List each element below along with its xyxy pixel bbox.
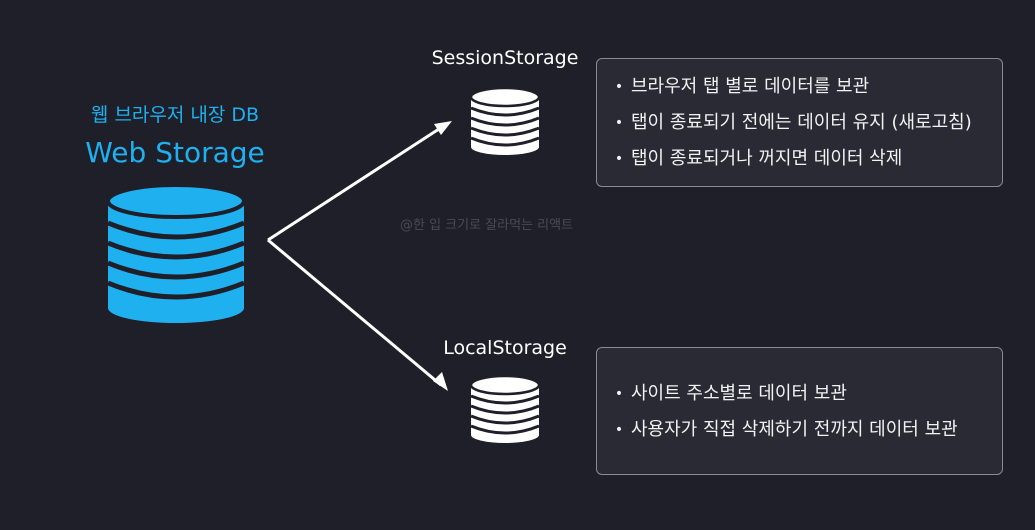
local-storage-label: LocalStorage [443,337,567,359]
session-storage-info-list: • 브라우저 탭 별로 데이터를 보관 • 탭이 종료되기 전에는 데이터 유지 (… [607,69,992,177]
local-info-text: 사이트 주소별로 데이터 보관 [631,383,847,404]
session-storage-info-box: • 브라우저 탭 별로 데이터를 보관 • 탭이 종료되기 전에는 데이터 유지 (… [596,58,1003,187]
arrow-head-local [433,372,448,391]
local-info-text: 사용자가 직접 삭제하기 전까지 데이터 보관 [631,419,958,440]
list-item: • 탭이 종료되거나 꺼지면 데이터 삭제 [607,141,992,177]
web-storage-title: Web Storage [85,136,265,169]
bullet-icon: • [614,386,624,402]
list-item: • 브라우저 탭 별로 데이터를 보관 [607,69,992,105]
list-item: • 사용자가 직접 삭제하기 전까지 데이터 보관 [607,412,992,448]
session-storage-label: SessionStorage [431,47,579,69]
session-info-text: 탭이 종료되기 전에는 데이터 유지 (새로고침) [631,112,972,133]
bullet-icon: • [614,422,624,438]
local-storage-database-icon [469,374,541,443]
session-info-text: 탭이 종료되거나 꺼지면 데이터 삭제 [631,148,903,169]
list-item: • 사이트 주소별로 데이터 보관 [607,376,992,412]
arrow-head-session [434,121,452,135]
local-storage-info-list: • 사이트 주소별로 데이터 보관 • 사용자가 직접 삭제하기 전까지 데이터 보… [607,376,992,448]
local-storage-info-box: • 사이트 주소별로 데이터 보관 • 사용자가 직접 삭제하기 전까지 데이터 보… [596,347,1003,475]
session-storage-database-icon [469,86,541,155]
session-info-text: 브라우저 탭 별로 데이터를 보관 [631,76,870,97]
web-storage-database-icon [106,183,246,323]
web-storage-subtitle: 웹 브라우저 내장 DB [90,104,260,126]
bullet-icon: • [614,115,624,131]
watermark: @한 입 크기로 잘라먹는 리액트 [400,218,574,233]
arrow-icon [267,125,443,387]
bullet-icon: • [614,79,624,95]
bullet-icon: • [614,151,624,167]
list-item: • 탭이 종료되기 전에는 데이터 유지 (새로고침) [607,105,992,141]
